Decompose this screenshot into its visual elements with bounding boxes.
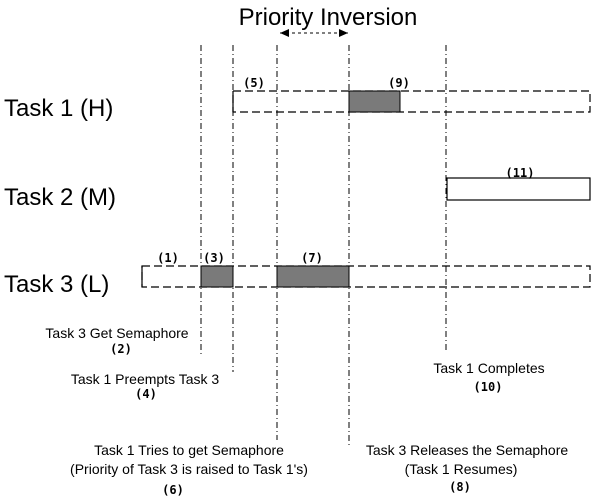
task2-label: Task 2 (M) xyxy=(4,184,116,211)
task3-timeline: (1) (3) (7) xyxy=(141,251,591,288)
event-label-9: (9) xyxy=(388,76,410,90)
event-label-6: (6) xyxy=(162,483,184,497)
task1-timeline: (5) (9) xyxy=(232,76,591,113)
task2-timeline: (11) xyxy=(446,166,591,201)
task1-lane-outline xyxy=(232,90,591,113)
caption-task1-preempts: Task 1 Preempts Task 3 xyxy=(71,371,220,387)
event-label-11: (11) xyxy=(506,166,535,180)
diagram-title: Priority Inversion xyxy=(239,4,418,31)
task3-semaphore-block-1 xyxy=(200,265,234,288)
caption-task1-tries-line1: Task 1 Tries to get Semaphore xyxy=(94,442,284,458)
task3-label: Task 3 (L) xyxy=(4,271,109,298)
task3-semaphore-block-2 xyxy=(276,265,350,288)
event-label-8: (8) xyxy=(449,480,471,494)
event-label-5: (5) xyxy=(243,76,265,90)
caption-task3-releases-line2: (Task 1 Resumes) xyxy=(405,461,518,477)
event-label-2: (2) xyxy=(110,342,132,356)
task1-label: Task 1 (H) xyxy=(4,95,113,122)
caption-task1-completes: Task 1 Completes xyxy=(433,360,544,376)
event-label-4: (4) xyxy=(135,387,157,401)
event-label-10: (10) xyxy=(474,380,503,394)
task1-semaphore-block xyxy=(348,90,401,113)
event-label-1: (1) xyxy=(157,251,179,265)
caption-task3-get-semaphore: Task 3 Get Semaphore xyxy=(45,325,188,341)
caption-task3-releases-line1: Task 3 Releases the Semaphore xyxy=(366,442,569,458)
caption-task1-tries-line2: (Priority of Task 3 is raised to Task 1'… xyxy=(70,461,308,477)
task2-run-block xyxy=(446,177,591,201)
event-label-3: (3) xyxy=(203,251,225,265)
event-label-7: (7) xyxy=(301,251,323,265)
